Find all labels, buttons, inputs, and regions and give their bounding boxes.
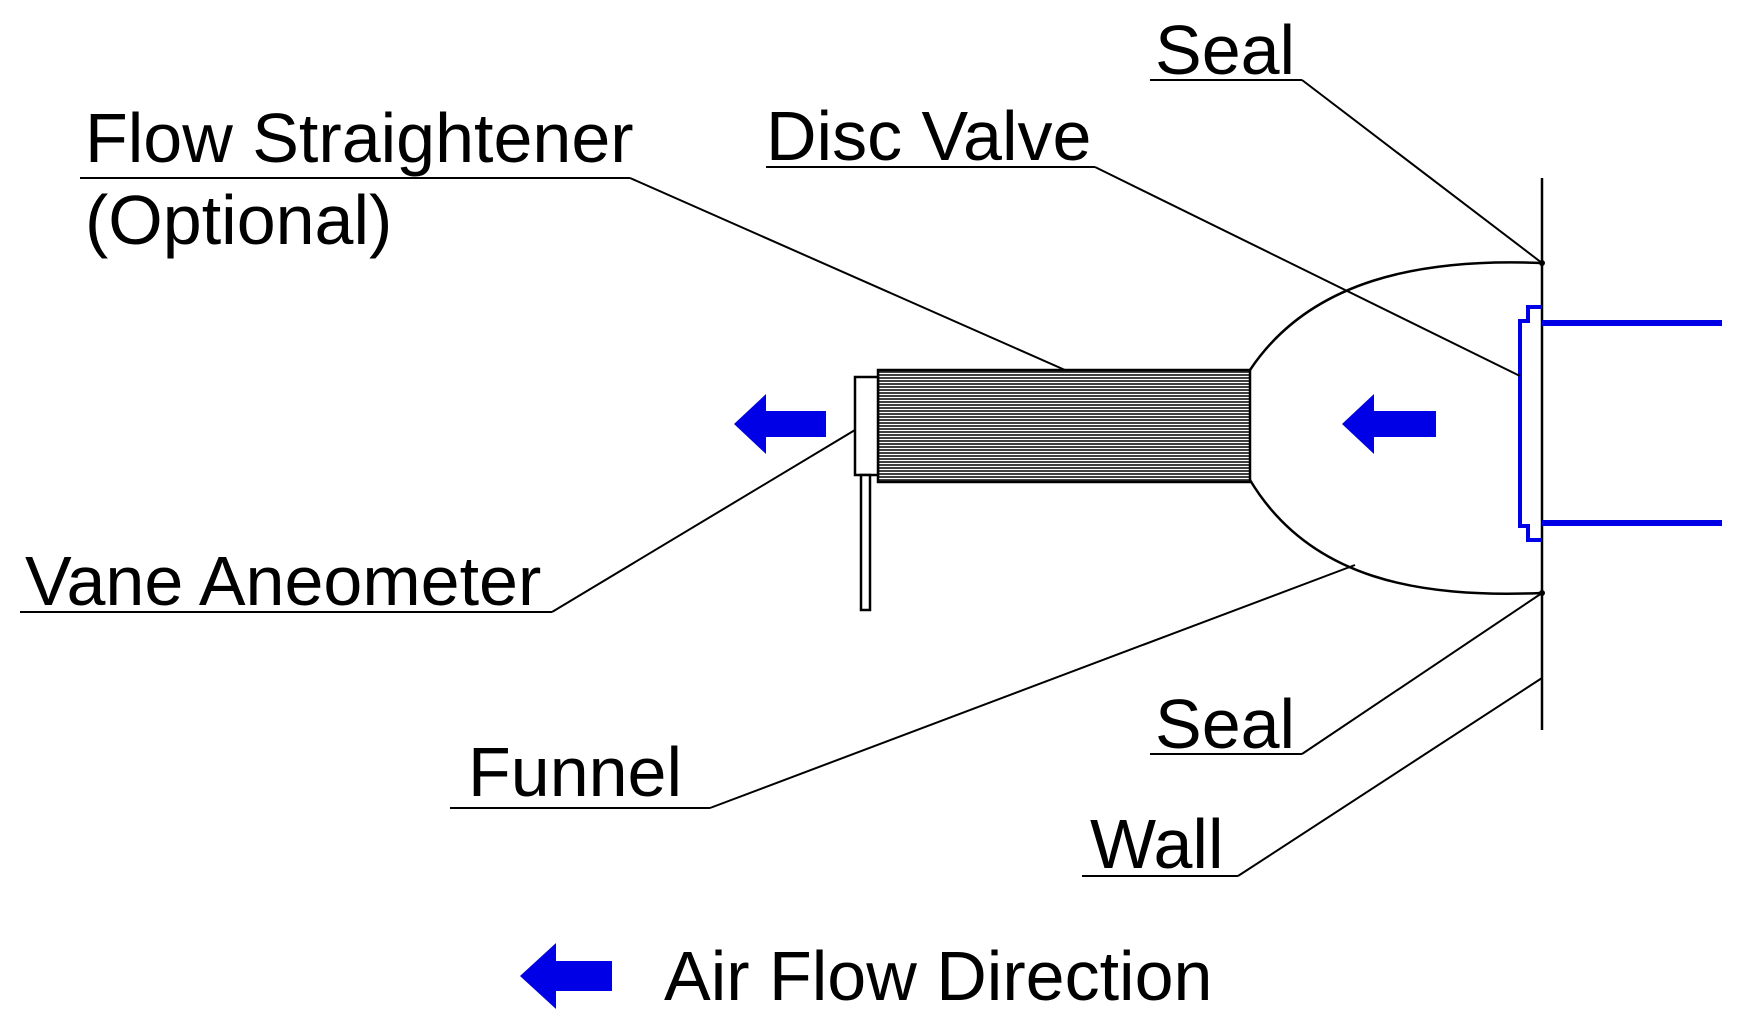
- seal-bottom-label: Seal: [1155, 685, 1295, 763]
- wall-label: Wall: [1090, 805, 1224, 883]
- funnel-label: Funnel: [468, 733, 682, 811]
- airflow-arrow-center-icon: [1342, 394, 1436, 454]
- funnel-shape: [1248, 261, 1543, 595]
- leader-lines: [20, 79, 1543, 877]
- flow-straightener-optional-label: (Optional): [85, 181, 392, 259]
- vane-anemometer-label: Vane Aneometer: [25, 542, 541, 620]
- disc-valve-label: Disc Valve: [766, 97, 1091, 175]
- duct: [1542, 320, 1722, 526]
- airflow-arrow-left-icon: [734, 394, 826, 454]
- legend: Air Flow Direction: [520, 937, 1212, 1015]
- seal-top-label: Seal: [1155, 11, 1295, 89]
- legend-arrow-icon: [520, 943, 612, 1009]
- vane-anemometer-shape: [853, 375, 880, 612]
- legend-text: Air Flow Direction: [664, 937, 1212, 1015]
- disc-valve-shape: [1518, 305, 1542, 542]
- flow-straightener-label: Flow Straightener: [85, 99, 634, 177]
- flow-straightener-shape: [876, 368, 1252, 484]
